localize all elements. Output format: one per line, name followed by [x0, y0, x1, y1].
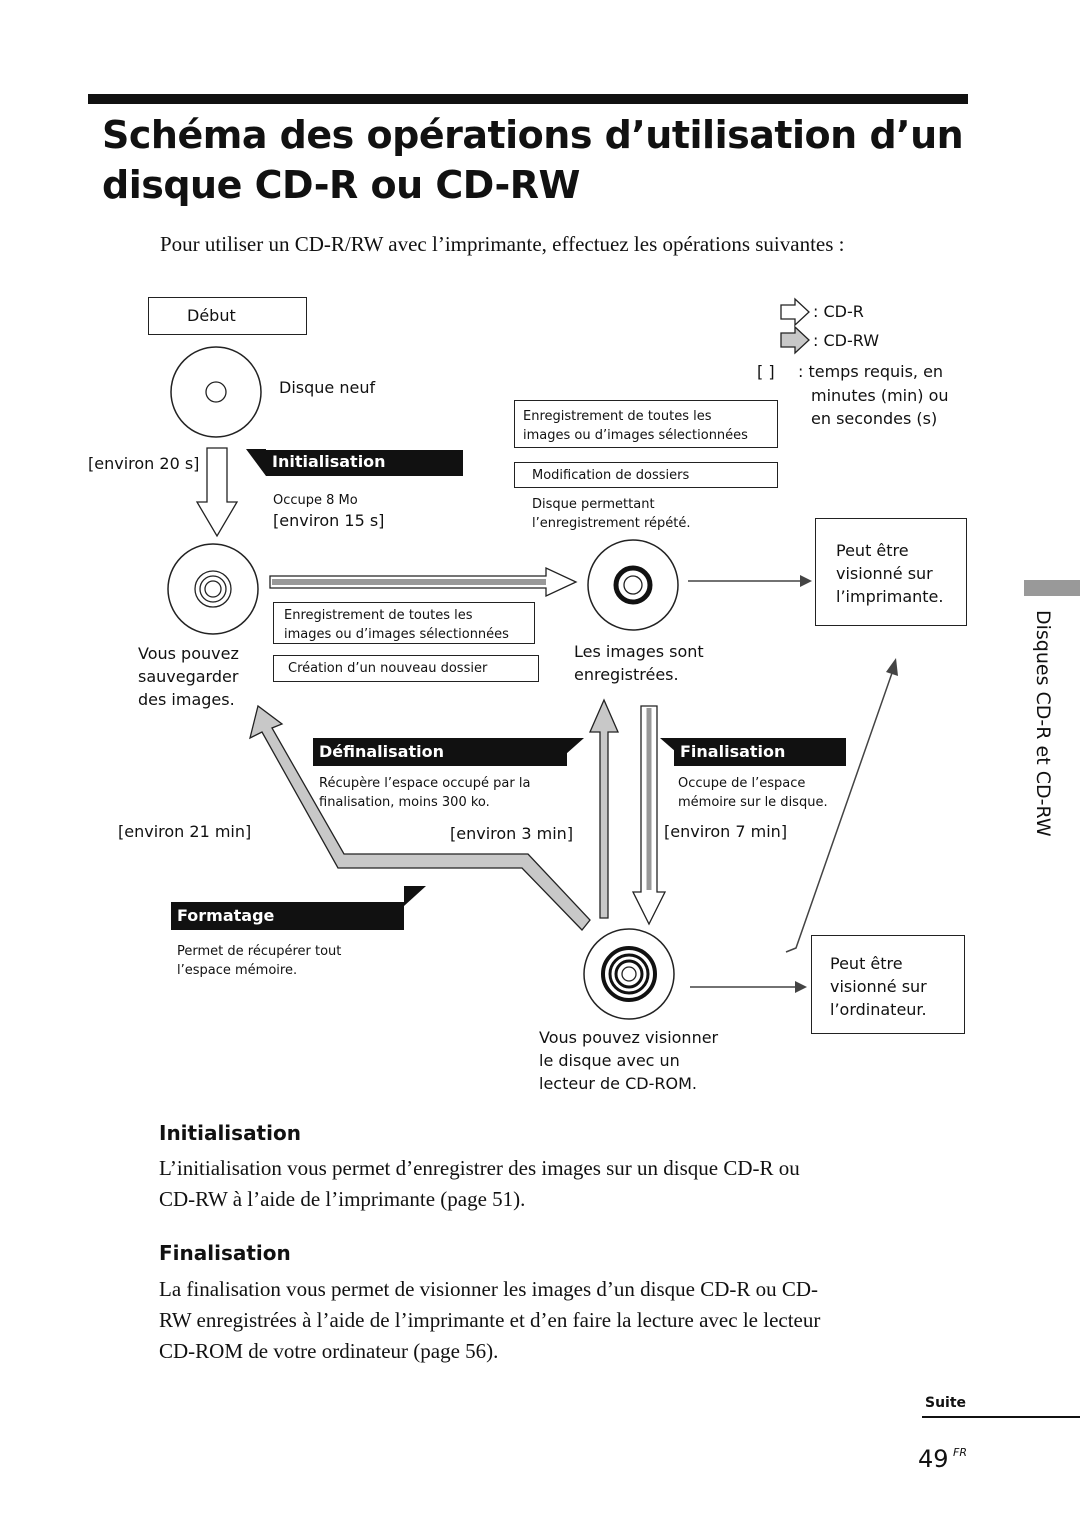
visionner-l3: lecteur de CD-ROM. — [539, 1074, 697, 1093]
side-tab-marker — [1024, 580, 1080, 596]
initialisation-banner: Initialisation — [266, 450, 463, 476]
page-title: Schéma des opérations d’utilisation d’un… — [102, 113, 964, 207]
recupere-l2: finalisation, moins 300 ko. — [319, 795, 490, 810]
time-3min: [environ 3 min] — [450, 824, 574, 843]
side-tab-label: Disques CD-R et CD-RW — [1032, 610, 1054, 837]
final-body-l3: CD-ROM de votre ordinateur (page 56). — [159, 1339, 499, 1363]
legend-cdr: : CD-R — [813, 302, 864, 321]
intro-text: Pour utiliser un CD-R/RW avec l’impriman… — [160, 232, 845, 256]
legend-time-2: minutes (min) ou — [811, 386, 949, 405]
definalisation-banner: Définalisation — [313, 738, 567, 766]
suite-label: Suite — [925, 1395, 967, 1411]
computer-view-l1: Peut être — [830, 954, 903, 973]
finalisation-banner: Finalisation — [674, 738, 846, 766]
modif-dossiers-label: Modification de dossiers — [532, 468, 690, 483]
time-7min: [environ 7 min] — [664, 822, 788, 841]
printer-view-box: Peut être visionné sur l’imprimante. — [815, 518, 967, 626]
final-body-l1: La finalisation vous permet de visionner… — [159, 1277, 819, 1301]
visionner-l1: Vous pouvez visionner — [539, 1028, 719, 1047]
computer-view-l2: visionné sur — [830, 977, 927, 996]
initialized-disc-icon — [167, 543, 259, 635]
start-box: Début — [148, 297, 307, 335]
vous-pouvez-l2: sauvegarder — [138, 667, 239, 686]
recorded-disc-icon — [587, 539, 679, 631]
blank-disc-icon — [170, 346, 262, 438]
visionner-l2: le disque avec un — [539, 1051, 680, 1070]
formatage-arrow-icon — [249, 704, 591, 931]
occupe-8mo: Occupe 8 Mo — [273, 493, 358, 508]
recupere-l1: Récupère l’espace occupé par la — [319, 776, 531, 791]
disque-perm-l2: l’enregistrement répété. — [532, 516, 691, 531]
section-finalisation-body: La finalisation vous permet de visionner… — [159, 1274, 820, 1367]
time-21min: [environ 21 min] — [118, 822, 252, 841]
creation-dossier-box: Création d’un nouveau dossier — [273, 655, 539, 682]
occupe-espace-l1: Occupe de l’espace — [678, 776, 806, 791]
computer-view-l3: l’ordinateur. — [830, 1000, 927, 1019]
vous-pouvez-l3: des images. — [138, 690, 235, 709]
creation-dossier-label: Création d’un nouveau dossier — [288, 661, 488, 676]
new-disc-label: Disque neuf — [279, 378, 376, 397]
page-number: 49 — [918, 1445, 949, 1473]
init-body-l1: L’initialisation vous permet d’enregistr… — [159, 1156, 800, 1180]
init-arrow-cdr-icon — [195, 447, 239, 538]
printer-view-l2: visionné sur — [836, 564, 933, 583]
rec-all-mid-box: Enregistrement de toutes les images ou d… — [273, 602, 535, 644]
printer-view-l3: l’imprimante. — [836, 587, 944, 606]
finalized-disc-icon — [583, 928, 675, 1020]
vous-pouvez-l1: Vous pouvez — [138, 644, 239, 663]
definalisation-arrow-icon — [589, 698, 619, 919]
legend-time-1: : temps requis, en — [798, 362, 944, 381]
title-rule — [88, 94, 968, 104]
section-initialisation-body: L’initialisation vous permet d’enregistr… — [159, 1153, 800, 1215]
time-20s: [environ 20 s] — [88, 454, 200, 473]
legend-cdrw: : CD-RW — [813, 331, 880, 350]
cdrw-legend-arrow-icon — [780, 325, 810, 355]
formatage-banner: Formatage — [171, 902, 404, 930]
start-label: Début — [187, 306, 236, 325]
rec-all-top-box: Enregistrement de toutes les images ou d… — [514, 400, 778, 448]
disque-perm-l1: Disque permettant — [532, 497, 655, 512]
section-heading-finalisation: Finalisation — [159, 1241, 291, 1265]
rec-all-top-l1: Enregistrement de toutes les — [523, 409, 712, 424]
images-enreg-l2: enregistrées. — [574, 665, 679, 684]
images-enreg-l1: Les images sont — [574, 642, 704, 661]
page-lang: FR — [953, 1446, 967, 1459]
permet-recup-l1: Permet de récupérer tout — [177, 944, 342, 959]
modif-dossiers-box: Modification de dossiers — [514, 462, 778, 488]
printer-view-l1: Peut être — [836, 541, 909, 560]
legend-time-3: en secondes (s) — [811, 409, 938, 428]
rec-all-top-l2: images ou d’images sélectionnées — [523, 428, 748, 443]
occupe-espace-l2: mémoire sur le disque. — [678, 795, 828, 810]
permet-recup-l2: l’espace mémoire. — [177, 963, 298, 978]
cdr-legend-arrow-icon — [780, 297, 810, 327]
rec-all-mid-l2: images ou d’images sélectionnées — [284, 627, 509, 642]
legend-brackets: [ ] — [757, 362, 775, 381]
suite-rule — [922, 1416, 1080, 1418]
computer-view-box: Peut être visionné sur l’ordinateur. — [811, 935, 965, 1034]
init-body-l2: CD-RW à l’aide de l’imprimante (page 51)… — [159, 1187, 526, 1211]
final-body-l2: RW enregistrées à l’aide de l’imprimante… — [159, 1308, 821, 1332]
rec-all-mid-l1: Enregistrement de toutes les — [284, 608, 473, 623]
time-15s: [environ 15 s] — [273, 511, 385, 530]
section-heading-initialisation: Initialisation — [159, 1121, 301, 1145]
